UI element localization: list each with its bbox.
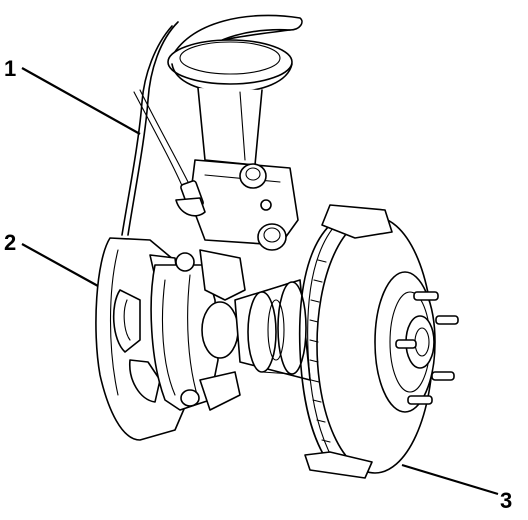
brake-hose (121, 21, 206, 236)
callout-number-3: 3 (500, 488, 512, 513)
brake-rotor (298, 216, 436, 474)
splash-shield (304, 204, 393, 479)
brake-caliper (95, 237, 246, 441)
wheel-studs (395, 291, 459, 405)
callout-1: 1 (4, 56, 141, 135)
strut-mount-bolts (239, 163, 287, 251)
callout-3: 3 (401, 463, 512, 513)
callout-number-2: 2 (4, 230, 16, 255)
callout-number-1: 1 (4, 56, 16, 81)
hub-bearing (201, 279, 311, 381)
callout-2: 2 (4, 230, 99, 287)
